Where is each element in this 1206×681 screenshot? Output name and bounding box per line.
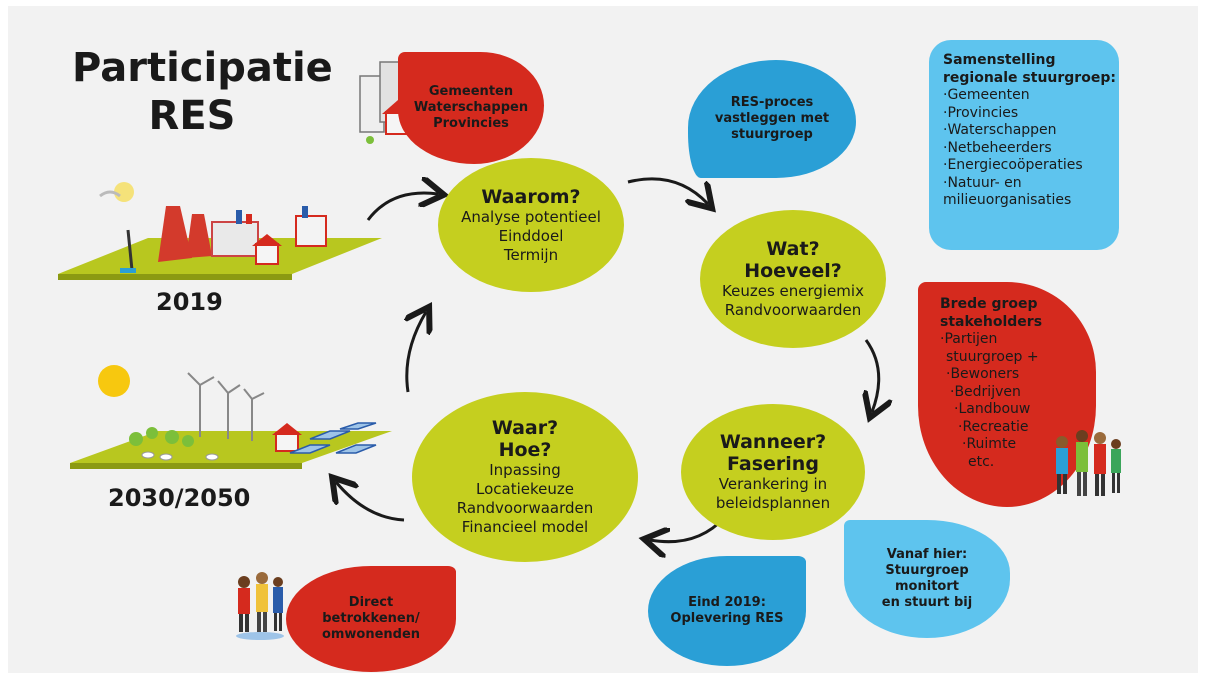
bubble-vanaf-hier: Vanaf hier: Stuurgroep monitort en stuur… <box>844 520 1010 638</box>
bubble-res-proces-line: stuurgroep <box>731 127 813 142</box>
samenstelling-item: ·Gemeenten <box>943 87 1030 103</box>
bubble-eind-line: Oplevering RES <box>670 611 784 626</box>
brede-heading: Brede groep <box>940 296 1038 312</box>
oval-wat: Wat? Hoeveel? Keuzes energiemix Randvoor… <box>700 210 886 348</box>
bubble-res-proces: RES-proces vastleggen met stuurgroep <box>688 60 856 178</box>
oval-waar-line: Inpassing <box>489 461 561 479</box>
samenstelling-item: ·Waterschappen <box>943 122 1057 138</box>
bubble-direct-line: omwonenden <box>321 627 421 642</box>
samenstelling-item: ·Energiecoöperaties <box>943 157 1083 173</box>
year-2019-label: 2019 <box>156 288 223 316</box>
title-line-1: Participatie <box>72 45 333 91</box>
bubble-direct-line: Direct <box>348 595 394 610</box>
oval-waarom-heading: Waarom? <box>481 185 581 208</box>
oval-waar-heading: Hoe? <box>498 439 552 461</box>
brede-item: etc. <box>968 453 995 470</box>
sustainable-scene-icon <box>70 365 392 469</box>
samenstelling-item: ·Natuur- en <box>943 174 1022 191</box>
oval-waar-heading: Waar? <box>491 417 559 439</box>
oval-waar-line: Financieel model <box>461 518 589 536</box>
bubble-vanaf-line: en stuurt bij <box>881 595 973 610</box>
title-line-2: RES <box>148 93 236 139</box>
samenstelling-heading: regionale stuurgroep: <box>943 69 1116 86</box>
oval-waarom: Waarom? Analyse potentieel Einddoel Term… <box>438 158 624 292</box>
brede-item: ·Bewoners <box>946 366 1020 382</box>
bubble-direct-betrokkenen: Direct betrokkenen/ omwonenden <box>286 566 456 672</box>
oval-waarom-line: Termijn <box>503 245 559 264</box>
samenstelling-item: milieuorganisaties <box>943 192 1072 208</box>
oval-wanneer-heading: Fasering <box>727 453 819 475</box>
oval-wanneer-heading: Wanneer? <box>719 431 827 453</box>
year-2030-2050-label: 2030/2050 <box>108 484 251 512</box>
oval-wanneer: Wanneer? Fasering Verankering in beleids… <box>681 404 865 540</box>
bubble-vanaf-line: Vanaf hier: <box>886 547 968 562</box>
bubble-gemeenten: Gemeenten Waterschappen Provincies <box>398 52 544 164</box>
page-title: Participatie RES <box>72 44 333 140</box>
bubble-eind-2019: Eind 2019: Oplevering RES <box>648 556 806 666</box>
bubble-gemeenten-line: Gemeenten <box>428 84 514 99</box>
bubble-res-proces-line: vastleggen met <box>714 111 830 126</box>
samenstelling-item: ·Netbeheerders <box>943 139 1052 156</box>
brede-item: ·Bedrijven <box>950 383 1021 400</box>
oval-waar-line: Locatiekeuze <box>476 480 574 498</box>
brede-item: ·Partijen <box>940 331 998 347</box>
oval-wanneer-line: Verankering in <box>718 475 828 493</box>
brede-item: stuurgroep + <box>946 348 1039 365</box>
brede-item: ·Landbouw <box>954 401 1031 417</box>
samenstelling-heading: Samenstelling <box>943 52 1056 68</box>
brede-item: ·Recreatie <box>958 418 1029 435</box>
oval-wat-heading: Hoeveel? <box>744 260 842 282</box>
samenstelling-item: ·Provincies <box>943 104 1019 121</box>
brede-heading: stakeholders <box>940 313 1043 330</box>
bubble-eind-line: Eind 2019: <box>688 595 766 610</box>
oval-wanneer-line: beleidsplannen <box>715 494 831 512</box>
oval-waar-line: Randvoorwaarden <box>456 499 594 517</box>
bubble-direct-line: betrokkenen/ <box>322 611 420 626</box>
bubble-vanaf-line: Stuurgroep <box>885 563 969 578</box>
oval-waarom-line: Einddoel <box>498 226 564 245</box>
oval-waarom-line: Analyse potentieel <box>461 207 601 226</box>
bubble-res-proces-line: RES-proces <box>730 95 814 110</box>
oval-waar: Waar? Hoe? Inpassing Locatiekeuze Randvo… <box>412 392 638 562</box>
info-samenstelling: Samenstelling regionale stuurgroep: ·Gem… <box>929 40 1119 250</box>
bubble-gemeenten-line: Waterschappen <box>413 100 529 115</box>
bubble-vanaf-line: monitort <box>895 579 959 594</box>
bubble-gemeenten-line: Provincies <box>433 116 509 131</box>
oval-wat-line: Keuzes energiemix <box>722 282 864 300</box>
brede-item: ·Ruimte <box>962 436 1017 452</box>
people-group-icon <box>1056 430 1121 496</box>
sun-icon <box>98 365 130 397</box>
industry-scene-icon <box>58 182 382 280</box>
oval-wat-heading: Wat? <box>766 238 820 260</box>
oval-wat-line: Randvoorwaarden <box>724 301 862 319</box>
people-group-icon <box>236 572 284 640</box>
